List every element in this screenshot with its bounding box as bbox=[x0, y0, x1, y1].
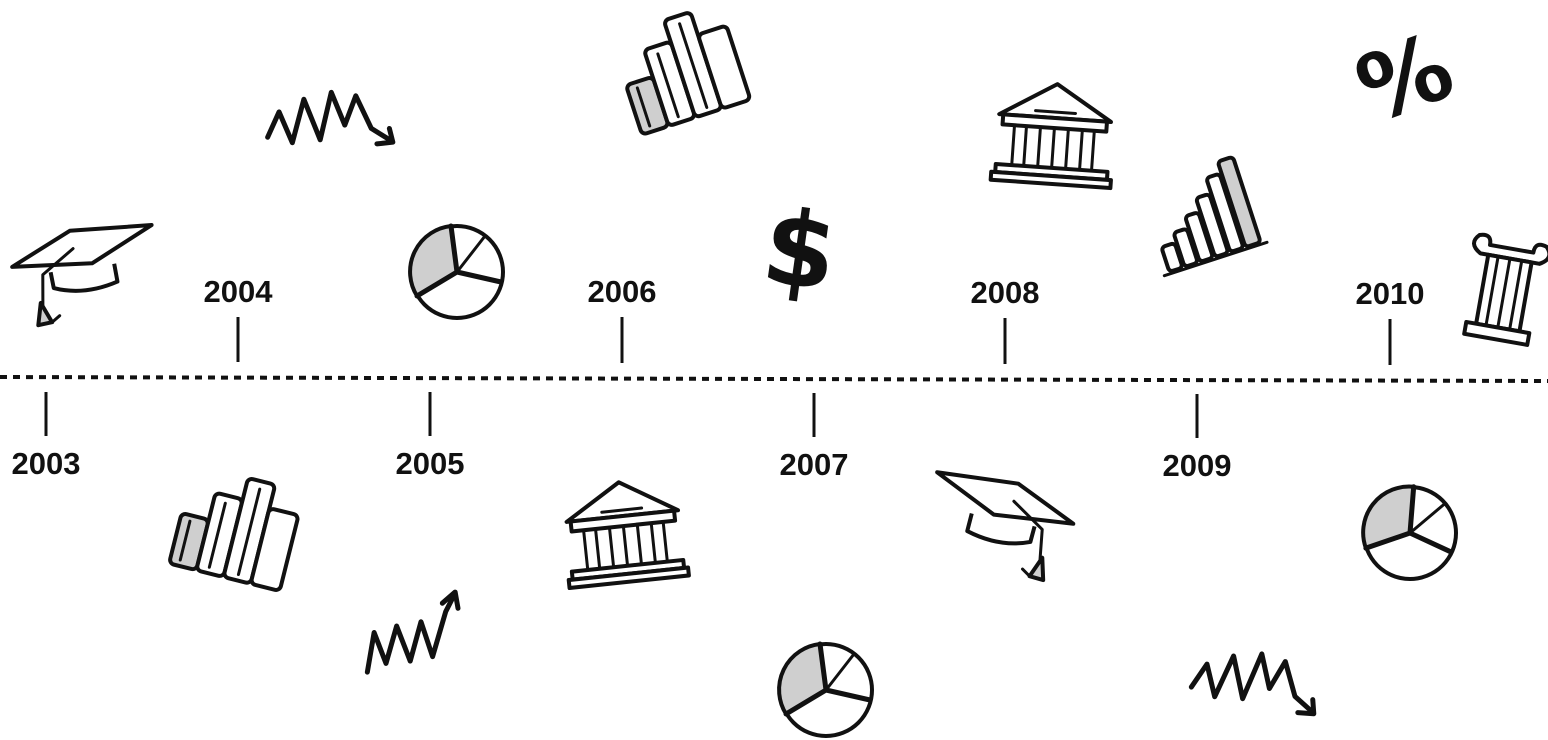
graduation-cap-icon bbox=[922, 470, 1080, 586]
dollar-sign-icon: $ bbox=[756, 185, 845, 316]
percent-sign-icon: % bbox=[1343, 12, 1466, 144]
bar-chart-icon bbox=[608, 0, 753, 137]
zigzag-down-icon bbox=[1190, 649, 1318, 714]
bar-chart-icon bbox=[167, 462, 307, 593]
zigzag-up-icon bbox=[367, 586, 459, 678]
pie-chart-icon bbox=[1355, 478, 1465, 587]
year-marker-2010: 2010 bbox=[1356, 276, 1425, 365]
year-marker-2005: 2005 bbox=[396, 392, 465, 481]
graduation-cap-icon bbox=[7, 223, 161, 329]
column-icon bbox=[1456, 231, 1548, 348]
pie-chart-icon bbox=[779, 644, 872, 736]
year-label: 2009 bbox=[1163, 448, 1232, 483]
year-label: 2003 bbox=[12, 446, 81, 481]
year-label: 2004 bbox=[204, 274, 274, 309]
year-marker-2004: 2004 bbox=[204, 274, 274, 362]
pie-chart-icon bbox=[410, 226, 503, 318]
year-marker-2003: 2003 bbox=[12, 392, 81, 481]
year-marker-2008: 2008 bbox=[971, 275, 1040, 364]
year-label: 2005 bbox=[396, 446, 465, 481]
timeline-axis bbox=[0, 375, 1548, 383]
year-label: 2007 bbox=[780, 447, 849, 482]
year-marker-2007: 2007 bbox=[780, 393, 849, 482]
year-marker-2009: 2009 bbox=[1163, 394, 1232, 483]
bank-building-icon bbox=[988, 77, 1120, 191]
zigzag-down-icon bbox=[264, 86, 393, 155]
year-label: 2006 bbox=[588, 274, 657, 309]
rising-bar-chart-icon bbox=[1133, 152, 1270, 278]
year-marker-2006: 2006 bbox=[588, 274, 657, 363]
bank-building-icon bbox=[557, 474, 691, 590]
year-label: 2008 bbox=[971, 275, 1040, 310]
year-label: 2010 bbox=[1356, 276, 1425, 311]
